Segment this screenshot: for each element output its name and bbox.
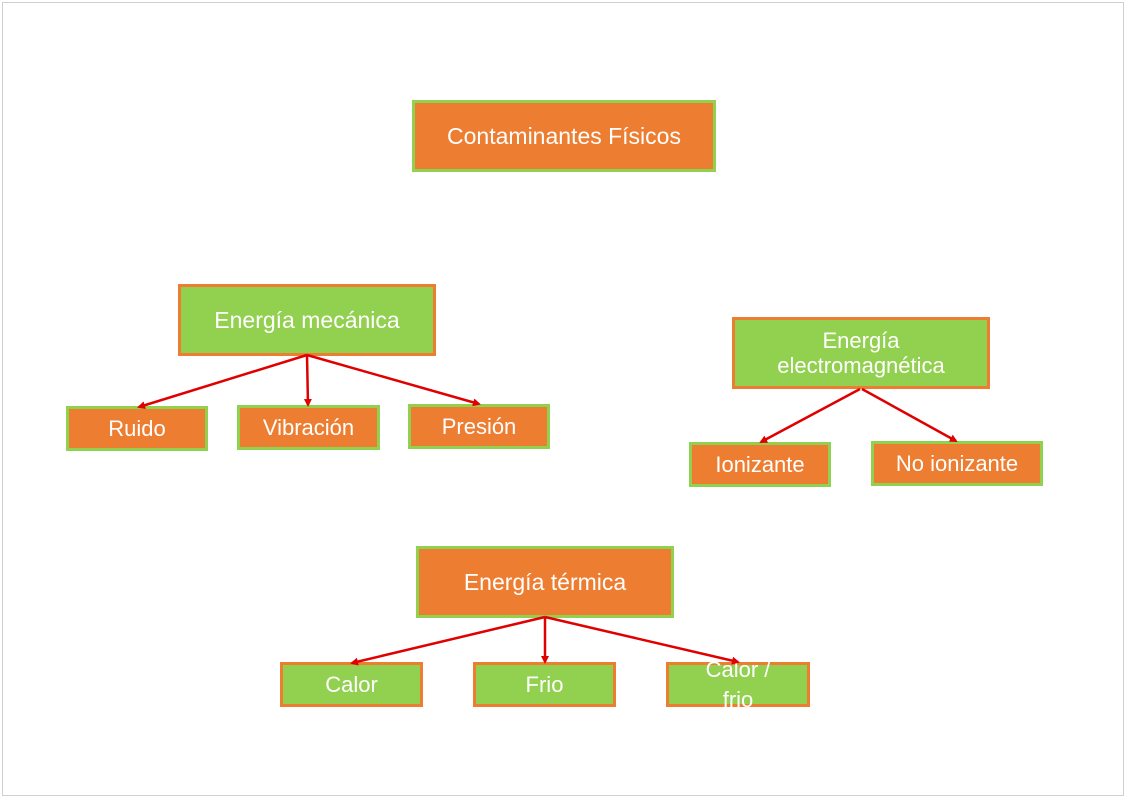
child-label-ionizante: Ionizante [715, 451, 805, 477]
group-label-mecanica: Energía mecánica [214, 306, 400, 333]
arrow-electro-no-ionizante [861, 387, 958, 443]
group-label-electromagnetica: Energía electromagnética [777, 327, 945, 378]
arrow-mecanica-presion [306, 353, 481, 407]
arrow-termica-calor [350, 615, 546, 666]
group-node-electromagnetica[interactable]: Energía electromagnética [732, 317, 990, 389]
child-node-ionizante[interactable]: Ionizante [689, 442, 831, 487]
group-node-termica[interactable]: Energía térmica [416, 546, 674, 618]
arrow-termica-calor-frio [544, 615, 740, 665]
child-label-ruido: Ruido [108, 415, 166, 441]
arrow-mecanica-ruido [137, 353, 308, 410]
child-label-vibracion: Vibración [262, 414, 355, 440]
root-node[interactable]: Contaminantes Físicos [412, 100, 716, 172]
arrow-mecanica-vibracion [303, 354, 312, 407]
child-label-no-ionizante: No ionizante [895, 450, 1019, 476]
group-label-termica: Energía térmica [463, 568, 627, 595]
group-node-mecanica[interactable]: Energía mecánica [178, 284, 436, 356]
child-node-calor[interactable]: Calor [280, 662, 423, 707]
root-label: Contaminantes Físicos [447, 122, 681, 149]
child-label-presion: Presión [441, 413, 517, 439]
child-label-calor: Calor [325, 671, 378, 697]
child-node-no-ionizante[interactable]: No ionizante [871, 441, 1043, 486]
child-node-ruido[interactable]: Ruido [66, 406, 208, 451]
arrow-electro-ionizante [759, 387, 861, 444]
child-label-frio: Frio [525, 671, 564, 697]
